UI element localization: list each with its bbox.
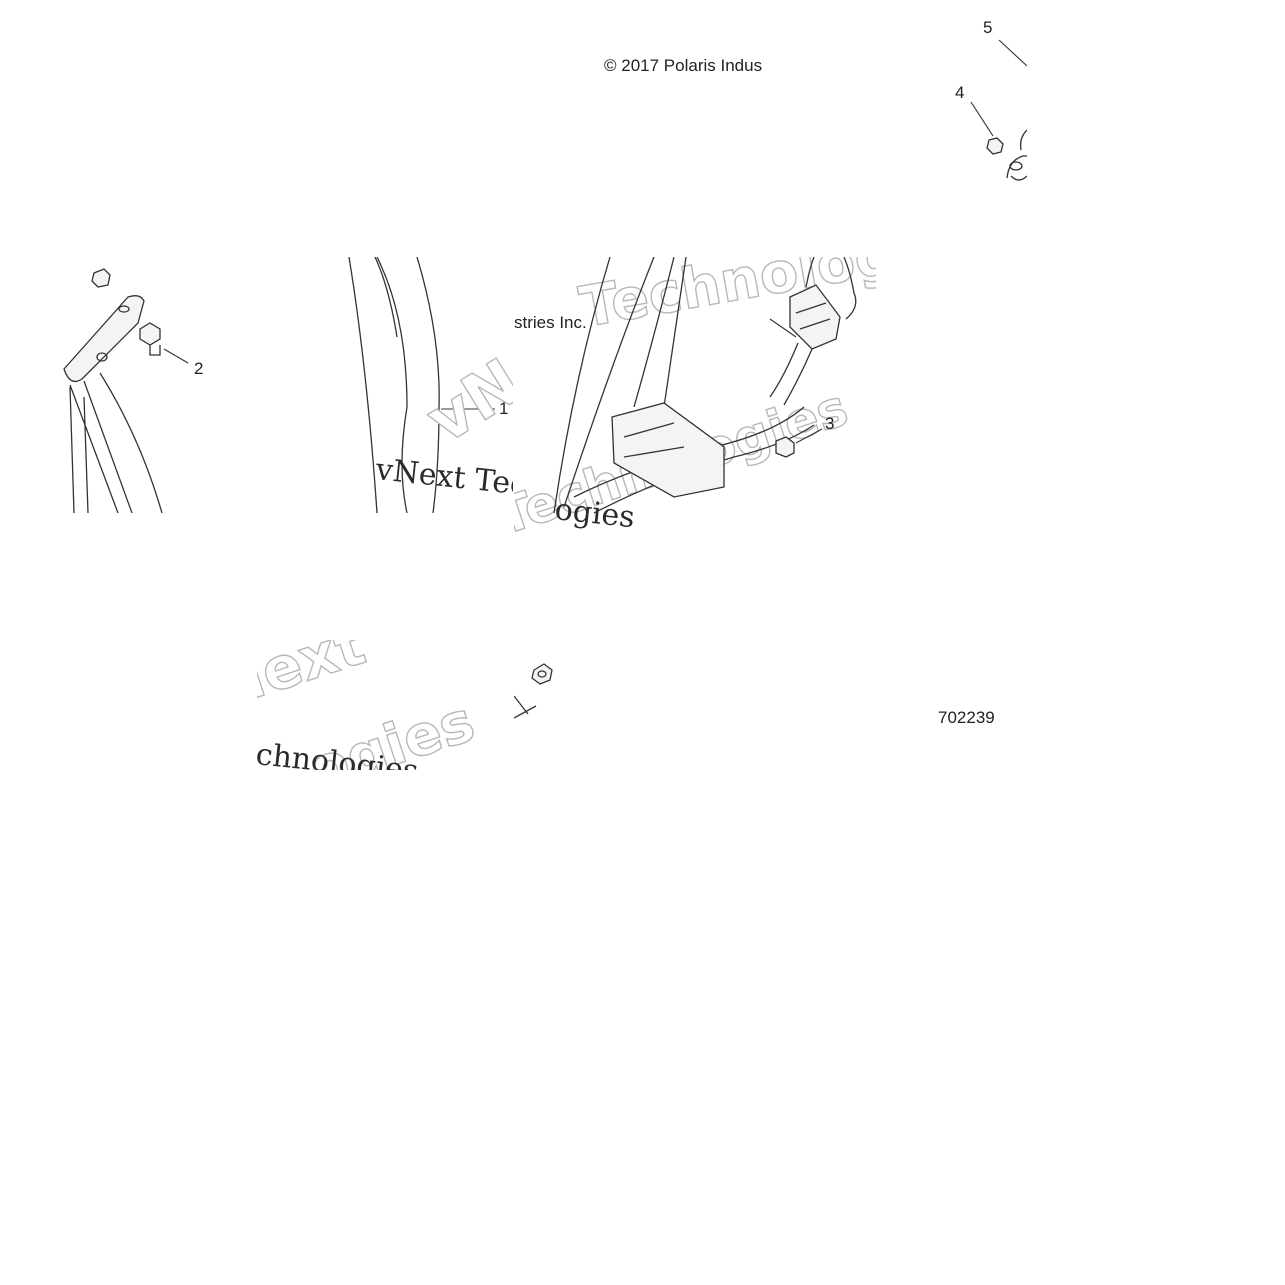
belt-strap-icon [348,257,440,513]
figure-number: 702239 [938,708,995,727]
copyright-line-2: stries Inc. [514,313,587,332]
hex-nut-icon [986,137,1004,155]
nut-and-bracket-drawing [970,39,1027,181]
tile-lower-left: vNext ogies chnologies [257,640,513,770]
callout-4: 4 [955,83,965,102]
watermark-vnext: vNext [414,284,513,458]
leader-line-4 [970,101,994,137]
tile-top-right: 5 4 [771,0,1027,256]
callout-2: 2 [194,359,204,378]
watermark-fragment: vNext ogies chnologies [257,640,483,770]
tile-lower-center [514,640,594,730]
tile-middle-center: vNext vNext Technologies 1 [257,257,513,513]
callout-3: 3 [825,414,835,433]
copyright-line-1: © 2017 Polaris Indus [604,56,763,75]
buckle-assembly-drawing: Technologies Technologies ogies [514,257,876,533]
belt-strap-icon [69,372,163,513]
watermark-vnext-lower: vNext [257,640,373,733]
callout-5: 5 [983,18,993,37]
leader-line-buckle [769,318,797,338]
anchor-bracket-drawing [63,268,189,513]
bolt-icon [775,436,795,458]
frame-tube-icon [553,257,687,514]
hex-nut-icon [531,663,553,685]
leader-line-3 [795,428,823,444]
callout-1: 1 [499,399,509,418]
tile-middle-right: Technologies Technologies ogies stries I… [514,257,876,533]
seat-belt-strap-drawing: vNext vNext Technologies [348,257,513,513]
bolt-icon [139,322,161,346]
tile-copyright: © 2017 Polaris Indus [514,0,770,256]
leader-line-5 [998,39,1027,67]
buckle-strap-icon [769,342,813,406]
buckle-icon [789,284,841,350]
bracket-end-icon [1006,129,1027,181]
hex-nut-icon [91,268,111,288]
anchor-plate-icon [63,295,145,383]
watermark-serif-text: vNext Technologies [373,452,513,513]
leader-line-2 [163,348,189,364]
small-nut-drawing [514,663,553,719]
tile-middle-left: 2 [0,257,256,513]
bracket-end-icon [514,695,537,719]
